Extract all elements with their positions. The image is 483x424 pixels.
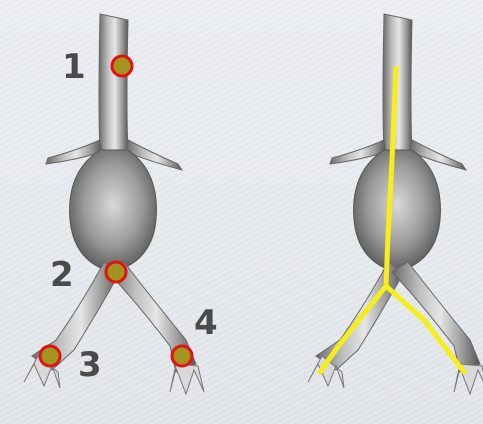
marker-label: 1 xyxy=(62,47,86,87)
aorta-right-panel xyxy=(308,14,483,394)
marker-2: 2 xyxy=(50,255,126,295)
marker-label: 4 xyxy=(194,303,218,343)
marker-label: 3 xyxy=(78,345,102,385)
marker-label: 2 xyxy=(50,255,74,295)
